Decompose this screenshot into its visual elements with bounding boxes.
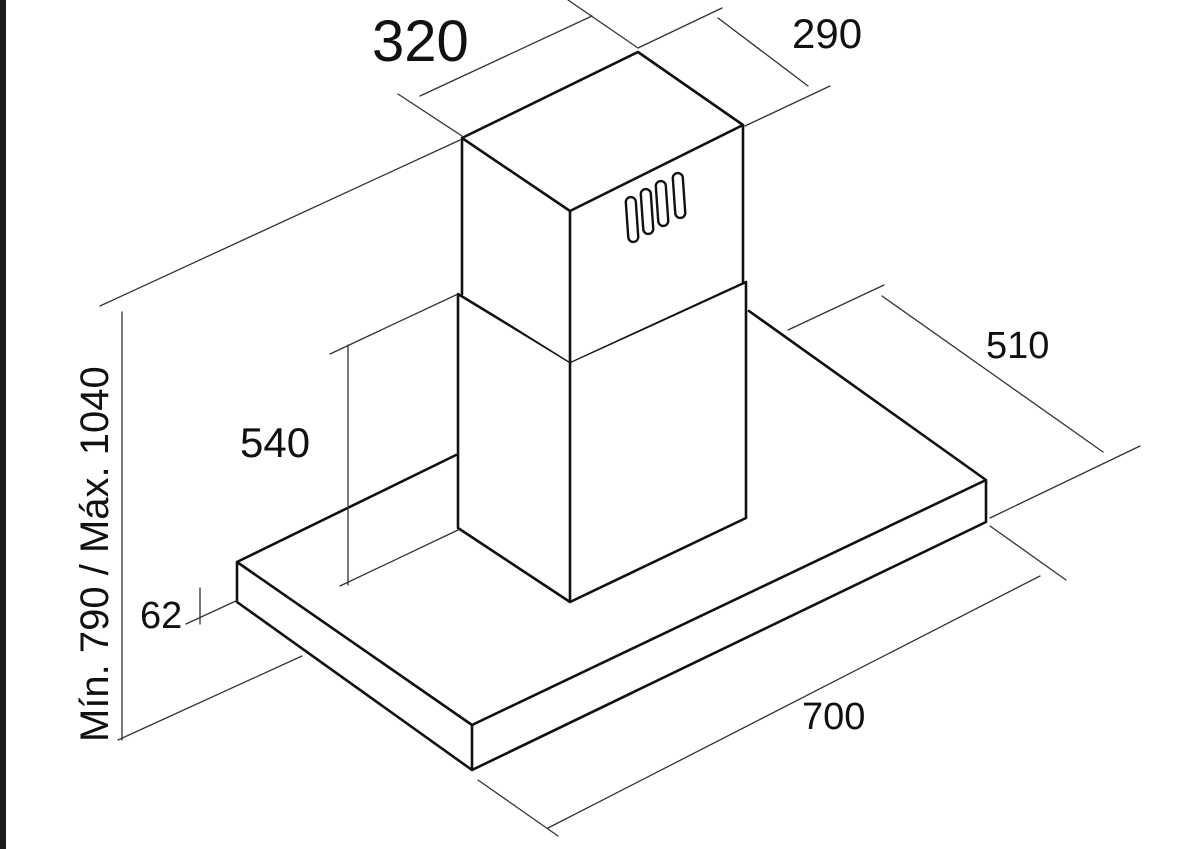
dimension-label-canopy-thickness: 62 (140, 595, 182, 637)
upper-chimney-outline (460, 50, 745, 364)
left-edge-strip (0, 0, 6, 849)
canopy-front-face (237, 562, 472, 770)
canopy-outline (235, 309, 988, 772)
canopy-right-face (472, 480, 986, 770)
lower-chimney-right-face (570, 282, 746, 602)
dimension-label-chimney-width: 320 (372, 9, 469, 74)
dimension-label-canopy-depth: 510 (986, 325, 1049, 367)
upper-chimney-top-face (462, 52, 743, 211)
lower-chimney (456, 280, 748, 604)
dimension-label-chimney-depth: 290 (792, 10, 862, 57)
upper-chimney (460, 50, 745, 364)
dimension-label-canopy-width: 700 (802, 696, 865, 738)
dimension-lines (99, 0, 1141, 837)
upper-chimney-right-face (570, 125, 743, 362)
vent-slots-icon (624, 171, 687, 244)
lower-chimney-left-face (458, 294, 570, 602)
dimension-label-lower-chimney-height: 540 (240, 419, 310, 466)
dimension-label-total-height: Mín. 790 / Máx. 1040 (73, 366, 117, 742)
